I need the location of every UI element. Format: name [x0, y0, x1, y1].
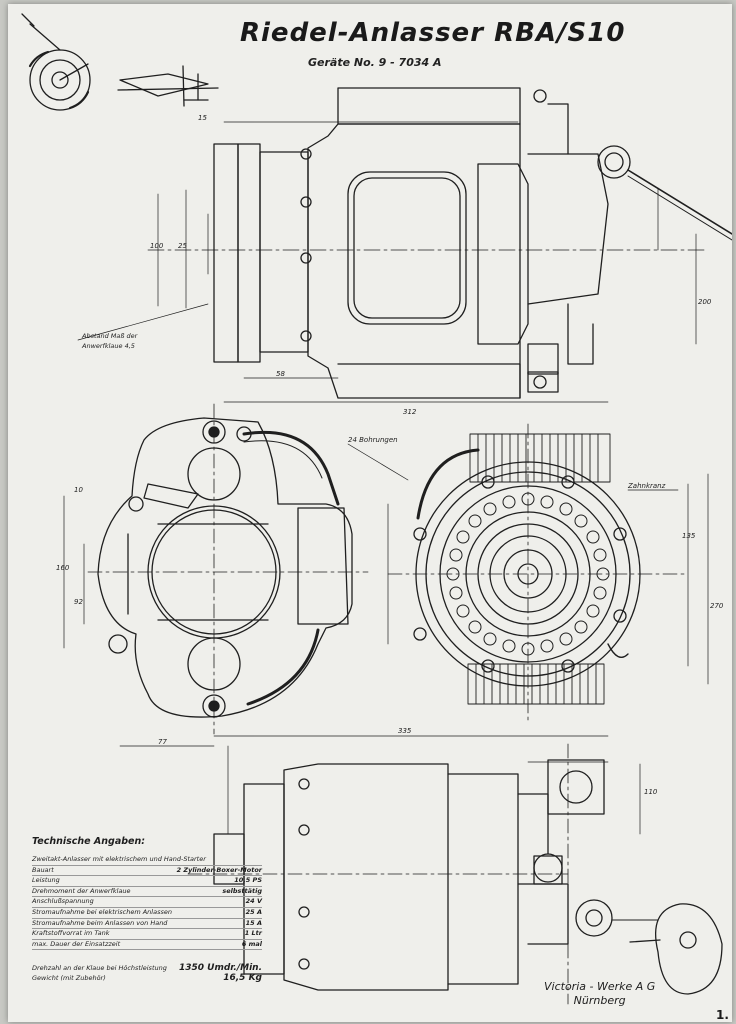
side-view: [77, 87, 732, 403]
spec-row: Anschlußspannung 24 V: [32, 897, 262, 908]
spec-value: 2 Zylinder-Boxer-Motor: [176, 865, 262, 874]
end-view-left: [63, 403, 369, 747]
drawing-subtitle: Geräte No. 9 - 7034 A: [308, 56, 442, 69]
spec-label: max. Dauer der Einsatzzeit: [32, 939, 121, 948]
spec-value: 10,5 PS: [234, 876, 262, 885]
specs-footer: Drehzahl an der Klaue bei Höchstleistung…: [32, 964, 262, 983]
spec-row: Stromaufnahme beim Anlassen von Hand 15 …: [32, 919, 262, 930]
dim-25: 25: [178, 242, 187, 250]
spec-label: Drehzahl an der Klaue bei Höchstleistung: [32, 964, 167, 973]
spec-value: 6 mal: [241, 939, 262, 948]
spec-value: 1350 Umdr./Min.: [178, 963, 262, 974]
dim-100: 100: [150, 242, 164, 250]
spec-value: selbsttätig: [222, 886, 262, 895]
dim-160: 160: [56, 564, 70, 572]
shaft-detail-sketch: [117, 65, 219, 107]
spec-label: Gewicht (mit Zubehör): [32, 973, 106, 982]
technical-drawing: 312 335 77 15 58 100 25 200 160 270 135 …: [21, 13, 732, 1005]
top-view: [187, 743, 723, 1005]
specs-heading: Technische Angaben:: [32, 836, 146, 847]
dim-77: 77: [158, 738, 167, 746]
dim-92: 92: [74, 598, 83, 606]
dim-58: 58: [276, 370, 285, 378]
drawing-sheet: Riedel-Anlasser RBA/S10 Geräte No. 9 - 7…: [8, 4, 732, 1022]
dim-312: 312: [403, 408, 417, 416]
spec-value: 16,5 Kg: [223, 972, 262, 983]
spec-row: Bauart 2 Zylinder-Boxer-Motor: [32, 866, 262, 877]
manufacturer-name: Victoria - Werke A G: [544, 980, 656, 993]
drawing-title: Riedel-Anlasser RBA/S10: [240, 18, 626, 48]
claw-detail-sketch: [21, 13, 91, 111]
manufacturer-city: Nürnberg: [573, 994, 626, 1007]
spec-label: Stromaufnahme bei elektrischem Anlassen: [32, 907, 172, 916]
spec-row: Kraftstoffvorrat im Tank 1 Ltr: [32, 929, 262, 940]
cooling-fins-top: [469, 433, 611, 483]
callout-abstand-2: Anwerfklaue 4,5: [81, 342, 135, 350]
spec-label: Bauart: [32, 865, 54, 874]
dim-335: 335: [398, 727, 412, 735]
manufacturer-block: Victoria - Werke A G Nürnberg: [544, 980, 655, 1008]
page-number: 1.: [716, 1008, 729, 1022]
spec-label: Stromaufnahme beim Anlassen von Hand: [32, 918, 168, 927]
spec-value: 25 A: [245, 907, 262, 916]
spec-footer-row: Drehzahl an der Klaue bei Höchstleistung…: [32, 964, 262, 974]
dimension-labels: 312 335 77 15 58 100 25 200 160 270 135 …: [56, 114, 724, 796]
spec-label: Anschlußspannung: [32, 897, 94, 906]
spec-row: Stromaufnahme bei elektrischem Anlassen …: [32, 908, 262, 919]
dim-135: 135: [682, 532, 696, 540]
end-view-right: [213, 423, 709, 737]
spec-label: Leistung: [32, 876, 60, 885]
spec-row: Drehmoment der Anwerfklaue selbsttätig: [32, 887, 262, 898]
dim-10: 10: [74, 486, 83, 494]
dim-110: 110: [644, 788, 658, 796]
spec-row: max. Dauer der Einsatzzeit 6 mal: [32, 940, 262, 951]
spec-value: 24 V: [245, 897, 262, 906]
spec-label: Zweitakt-Anlasser mit elektrischem und H…: [32, 855, 206, 863]
cooling-fins-bottom: [467, 663, 605, 705]
dim-15: 15: [198, 114, 207, 122]
callout-bohrungen: 24 Bohrungen: [348, 436, 398, 444]
callout-abstand-1: Abstand Maß der: [81, 332, 139, 340]
spec-label: Kraftstoffvorrat im Tank: [32, 929, 110, 938]
dim-200: 200: [698, 298, 712, 306]
dim-270: 270: [710, 602, 724, 610]
technical-specs: Technische Angaben: Zweitakt-Anlasser mi…: [32, 836, 262, 984]
spec-row: Leistung 10,5 PS: [32, 876, 262, 887]
spec-label: Drehmoment der Anwerfklaue: [32, 886, 131, 895]
callout-zahnkranz: Zahnkranz: [627, 482, 666, 490]
spec-row: Zweitakt-Anlasser mit elektrischem und H…: [32, 855, 262, 866]
spec-footer-row: Gewicht (mit Zubehör) 16,5 Kg: [32, 972, 262, 984]
spec-value: 15 A: [245, 918, 262, 927]
spec-value: 1 Ltr: [244, 929, 262, 938]
